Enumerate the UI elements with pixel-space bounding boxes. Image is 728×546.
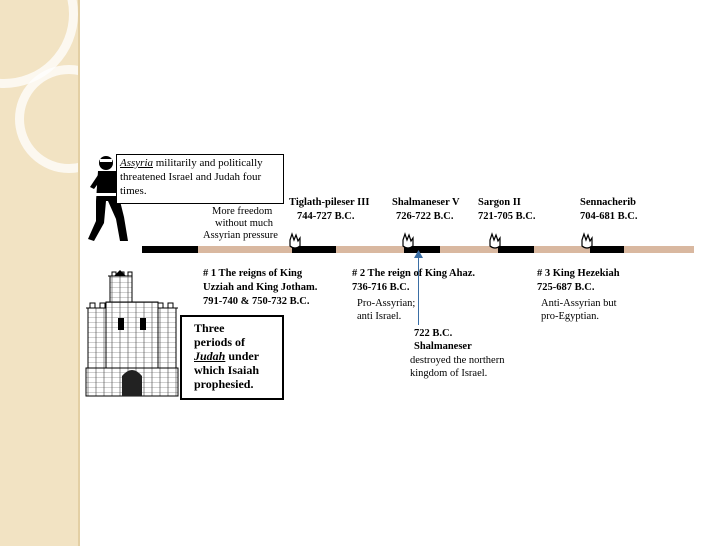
decorative-sidebar xyxy=(0,0,80,546)
period-3-dates: 725-687 B.C. xyxy=(537,282,594,294)
hand-2-icon xyxy=(401,232,415,250)
period-1-line3: 791-740 & 750-732 B.C. xyxy=(203,296,309,308)
timeline-segment-black xyxy=(590,246,624,253)
period-2-note2: anti Israel. xyxy=(357,311,401,323)
assyria-line-3: times. xyxy=(120,185,147,197)
period-2-note1: Pro-Assyrian; xyxy=(357,298,415,310)
assyria-line-2: threatened Israel and Judah four xyxy=(120,171,261,183)
period-2-title: # 2 The reign of King Ahaz. xyxy=(352,268,475,280)
judah-line-2: periods of xyxy=(194,336,245,349)
assyria-line-1: Assyria militarily and politically xyxy=(120,157,263,169)
king-3-name: Sargon II xyxy=(478,197,521,209)
judah-line-4: which Isaiah xyxy=(194,364,259,377)
event-arrow-head-icon xyxy=(414,250,423,258)
judah-line-3: Judah under xyxy=(194,350,259,363)
event-line2: kingdom of Israel. xyxy=(410,368,487,380)
king-2-name: Shalmaneser V xyxy=(392,197,460,209)
event-date: 722 B.C. xyxy=(414,328,452,340)
event-name: Shalmaneser xyxy=(414,341,472,353)
period-2-dates: 736-716 B.C. xyxy=(352,282,409,294)
king-1-name: Tiglath-pileser III xyxy=(289,197,369,209)
king-3-dates: 721-705 B.C. xyxy=(478,211,535,223)
freedom-note-1: More freedom xyxy=(212,206,272,218)
king-4-name: Sennacherib xyxy=(580,197,636,209)
event-line1: destroyed the northern xyxy=(410,355,504,367)
king-1-dates: 744-727 B.C. xyxy=(297,211,354,223)
freedom-note-2: without much xyxy=(215,218,273,230)
hand-3-icon xyxy=(488,232,502,250)
freedom-note-3: Assyrian pressure xyxy=(203,230,278,242)
judah-periods-box: Three periods of Judah under which Isaia… xyxy=(180,315,284,400)
timeline-segment-black xyxy=(142,246,198,253)
event-arrow-line xyxy=(418,255,419,325)
king-4-dates: 704-681 B.C. xyxy=(580,211,637,223)
castle-icon xyxy=(84,268,180,398)
period-1-line2: Uzziah and King Jotham. xyxy=(203,282,317,294)
hand-4-icon xyxy=(580,232,594,250)
hand-1-icon xyxy=(288,232,302,250)
judah-line-5: prophesied. xyxy=(194,378,253,391)
assyria-callout-box: Assyria militarily and politically threa… xyxy=(116,154,284,204)
period-3-note1: Anti-Assyrian but xyxy=(541,298,617,310)
timeline-segment-black xyxy=(498,246,534,253)
king-2-dates: 726-722 B.C. xyxy=(396,211,453,223)
period-3-note2: pro-Egyptian. xyxy=(541,311,599,323)
period-3-title: # 3 King Hezekiah xyxy=(537,268,620,280)
period-1-title: # 1 The reigns of King xyxy=(203,268,302,280)
judah-line-1: Three xyxy=(194,322,224,335)
sidebar-edge xyxy=(78,0,80,546)
